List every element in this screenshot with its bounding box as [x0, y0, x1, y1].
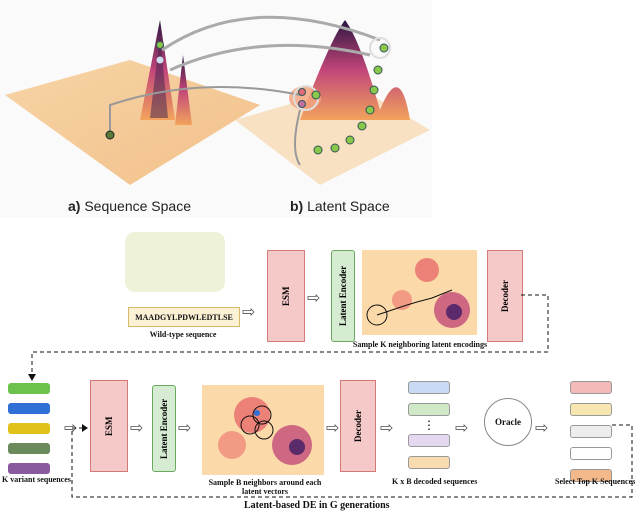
loop-label: Latent-based DE in G generations — [240, 500, 394, 511]
arrow-icon: ⇨ — [326, 420, 340, 437]
label-sequence-space: a) Sequence Space — [68, 198, 191, 214]
variant-bar — [8, 443, 50, 454]
decoded-bar — [408, 403, 450, 416]
sequence-space-plane — [5, 60, 260, 185]
k-variant-label: K variant sequences — [2, 475, 71, 484]
arrow-icon: ⇨ — [455, 420, 469, 437]
ellipsis: ⋮ — [423, 418, 435, 432]
variant-sequence-list — [8, 383, 50, 474]
arrow-icon: ⇨ — [307, 290, 321, 307]
top-bar — [570, 447, 612, 460]
decoded-bar — [408, 434, 450, 447]
latent-path-points — [105, 41, 389, 155]
top-bar — [570, 425, 612, 438]
kxb-label: K x B decoded sequences — [392, 477, 478, 486]
arc-top — [161, 15, 381, 52]
arrow-icon: ⇨ — [64, 420, 78, 437]
arrow-icon: ⇨ — [380, 420, 394, 437]
arc-low — [109, 86, 301, 135]
arc-down — [294, 109, 301, 166]
decoded-bar — [408, 381, 450, 394]
top-bar — [570, 381, 612, 394]
wild-type-label: Wild-type sequence — [149, 330, 217, 339]
arrow-icon: ⇨ — [242, 304, 256, 321]
oracle-node: Oracle — [484, 398, 532, 446]
sample-k-label: Sample K neighboring latent encodings — [352, 340, 488, 349]
label-latent-space: b) Latent Space — [290, 198, 390, 214]
variant-bar — [8, 403, 50, 414]
variant-bar — [8, 463, 50, 474]
variant-bar — [8, 423, 50, 434]
sample-b-label: Sample B neighbors around each latent ve… — [208, 478, 322, 496]
select-top-label: Select Top K Sequences — [555, 477, 636, 486]
top-bar — [570, 469, 612, 482]
top-bar — [570, 403, 612, 416]
arrow-icon: ⇨ — [130, 420, 144, 437]
decoded-sequence-list: ⋮ — [408, 381, 450, 469]
latent-heatmap-2 — [202, 385, 324, 475]
arc-mid — [169, 43, 371, 72]
wild-type-sequence-box: MAADGYLPDWLEDTLSE — [128, 307, 240, 327]
arrow-icon: ⇨ — [178, 420, 192, 437]
latent-peak — [300, 20, 410, 120]
landscape-panel: a) Sequence Space b) Latent Space — [0, 0, 432, 218]
latent-heatmap-1 — [362, 250, 477, 335]
top-k-sequence-list — [570, 381, 612, 482]
variant-bar — [8, 383, 50, 394]
protein-structure-icon — [125, 232, 225, 292]
landscape-illustration — [5, 15, 430, 185]
arrow-icon: ⇨ — [535, 420, 549, 437]
decoded-bar — [408, 456, 450, 469]
